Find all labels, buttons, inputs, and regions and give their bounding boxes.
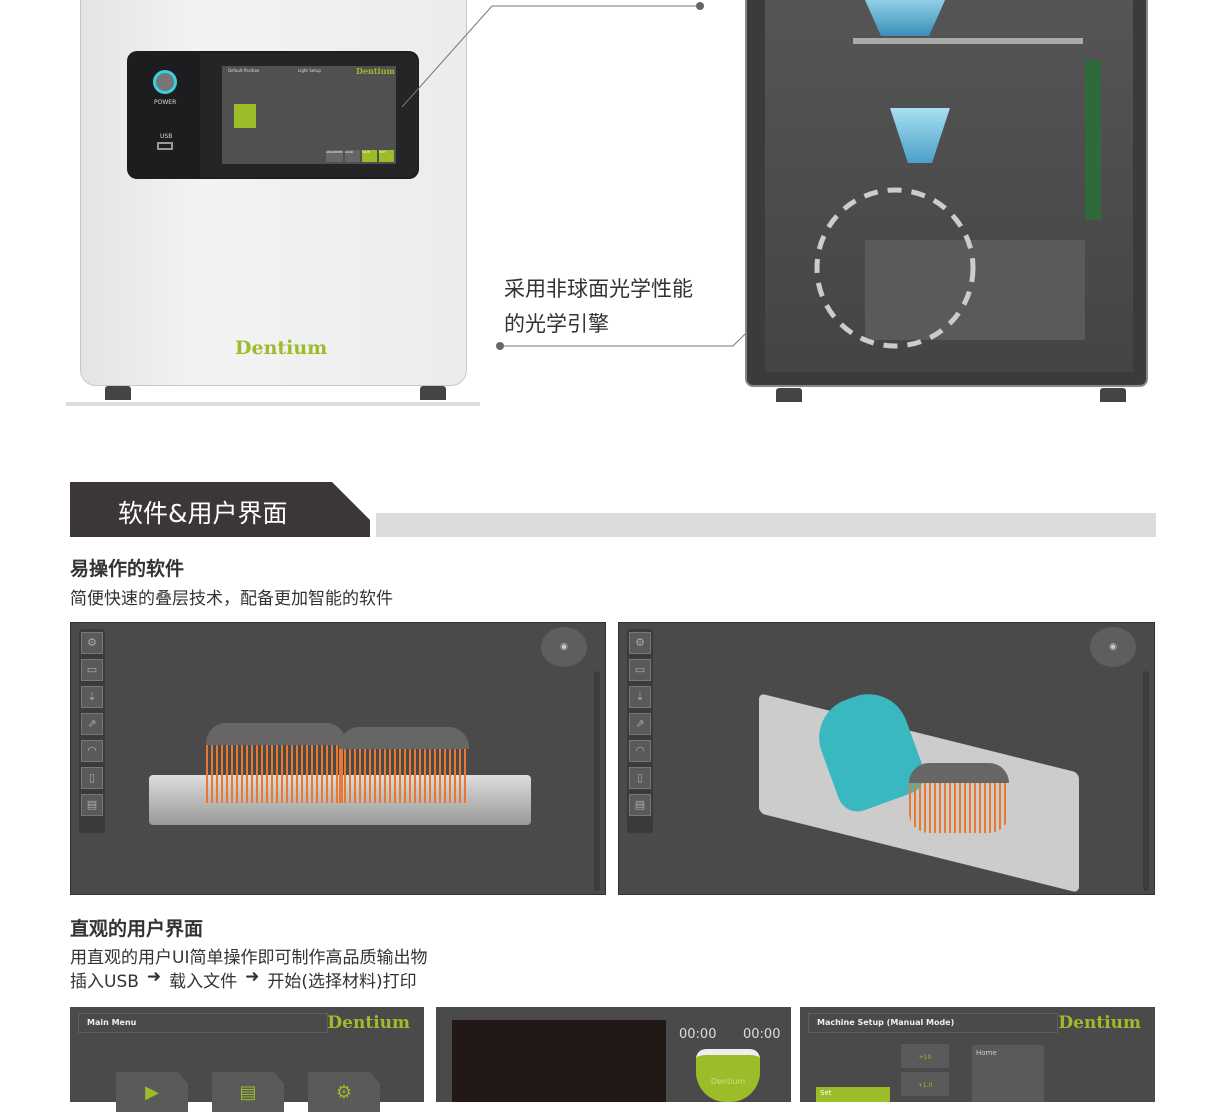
- ui-desc: 用直观的用户UI简单操作即可制作高品质输出物: [70, 948, 428, 968]
- power-button[interactable]: [153, 70, 177, 94]
- settings-button[interactable]: ⚙: [308, 1072, 380, 1112]
- tool-sidebar: ⚙ ▭ ⇣ ⇗ ◠ ▯ ▤: [79, 629, 105, 833]
- callout-line: 的光学引擎: [504, 312, 609, 336]
- settings-icon[interactable]: ⚙: [81, 632, 103, 654]
- scrollbar[interactable]: [594, 671, 600, 891]
- screen-title: Main Menu: [78, 1013, 328, 1033]
- ui-steps: 插入USB ➜ 载入文件 ➜ 开始(选择材料)打印: [70, 967, 417, 992]
- file-button[interactable]: ▤: [212, 1072, 284, 1112]
- screen-title-right: Light Setup: [298, 68, 321, 73]
- preview-area: [452, 1020, 666, 1102]
- model-left: [206, 723, 346, 803]
- step-up-button[interactable]: +1.0: [901, 1072, 949, 1096]
- tool-icon[interactable]: ⇗: [81, 713, 103, 735]
- callout-line: 采用非球面光学性能: [504, 277, 693, 301]
- scrollbar[interactable]: [1143, 671, 1149, 891]
- section-bar: [376, 513, 1156, 537]
- model-right: [909, 763, 1009, 833]
- position-active: [234, 104, 256, 128]
- arrow-right-icon: ➜: [245, 967, 260, 987]
- printer-foot: [1100, 388, 1126, 402]
- tool-icon[interactable]: ◠: [629, 740, 651, 762]
- callout-text: 采用非球面光学性能的光学引擎: [504, 272, 693, 342]
- model-preview: Dentium: [696, 1049, 760, 1102]
- tool-sidebar: ⚙ ▭ ⇣ ⇗ ◠ ▯ ▤: [627, 629, 653, 833]
- tool-icon[interactable]: ⇗: [629, 713, 651, 735]
- screen-title: Machine Setup (Manual Mode): [808, 1013, 1058, 1033]
- step: 载入文件: [169, 972, 238, 992]
- software-screenshot-1: ⚙ ▭ ⇣ ⇗ ◠ ▯ ▤ ◉: [70, 622, 606, 895]
- folder-icon[interactable]: ▭: [629, 659, 651, 681]
- software-desc: 简便快速的叠层技术，配备更加智能的软件: [70, 589, 393, 609]
- exit-button[interactable]: EXIT: [378, 150, 395, 162]
- section-title: 软件&用户界面: [70, 482, 370, 537]
- tool-icon[interactable]: ◠: [81, 740, 103, 762]
- elapsed-time: 00:00: [679, 1027, 717, 1042]
- printer-brand: Dentium: [235, 337, 328, 359]
- software-screenshot-2: ⚙ ▭ ⇣ ⇗ ◠ ▯ ▤ ◉: [618, 622, 1155, 895]
- tool-icon[interactable]: ⇣: [81, 686, 103, 708]
- folder-icon[interactable]: ▭: [81, 659, 103, 681]
- usb-label: USB: [160, 133, 173, 140]
- brand: Dentium: [327, 1013, 410, 1033]
- view-navigator[interactable]: ◉: [541, 627, 587, 667]
- step-up-button[interactable]: +10: [901, 1044, 949, 1068]
- usb-port-icon: [157, 142, 173, 150]
- printer-foot: [420, 386, 446, 400]
- printer-foot: [776, 388, 802, 402]
- touchscreen-ui: Default Position Light Setup Dentium ADV…: [222, 66, 396, 164]
- tool-icon[interactable]: ▤: [81, 794, 103, 816]
- tool-icon[interactable]: ▯: [81, 767, 103, 789]
- machine-setup-screen: Machine Setup (Manual Mode) Dentium +10 …: [800, 1007, 1155, 1102]
- tool-icon[interactable]: ⇣: [629, 686, 651, 708]
- screen-brand: Dentium: [356, 66, 395, 76]
- screen-title-left: Default Position: [228, 68, 260, 73]
- arrow-right-icon: ➜: [146, 967, 162, 987]
- set-button[interactable]: Set: [816, 1087, 890, 1102]
- load-button[interactable]: LOAD: [344, 150, 360, 162]
- remaining-time: 00:00: [743, 1027, 781, 1042]
- view-navigator[interactable]: ◉: [1090, 627, 1136, 667]
- home-button[interactable]: Home: [972, 1045, 1044, 1102]
- tool-icon[interactable]: ▯: [629, 767, 651, 789]
- shadow: [66, 402, 480, 406]
- highlight-circle: [814, 187, 976, 349]
- printing-screen: 00:00 00:00 Dentium: [436, 1007, 791, 1102]
- brand: Dentium: [1058, 1013, 1141, 1033]
- step: 开始(选择材料)打印: [267, 972, 417, 992]
- tool-icon[interactable]: ▤: [629, 794, 651, 816]
- main-menu-screen: Main Menu Dentium ▶ ▤ ⚙: [70, 1007, 424, 1112]
- save-button[interactable]: SAVE: [361, 150, 377, 162]
- model-right: [339, 727, 469, 803]
- ui-heading: 直观的用户界面: [70, 918, 204, 940]
- printer-foot: [105, 386, 131, 400]
- advanced-button[interactable]: ADVANCED: [326, 150, 343, 162]
- step: 插入USB: [70, 972, 139, 992]
- power-label: POWER: [154, 99, 177, 106]
- play-button[interactable]: ▶: [116, 1072, 188, 1112]
- software-heading: 易操作的软件: [70, 558, 185, 580]
- settings-icon[interactable]: ⚙: [629, 632, 651, 654]
